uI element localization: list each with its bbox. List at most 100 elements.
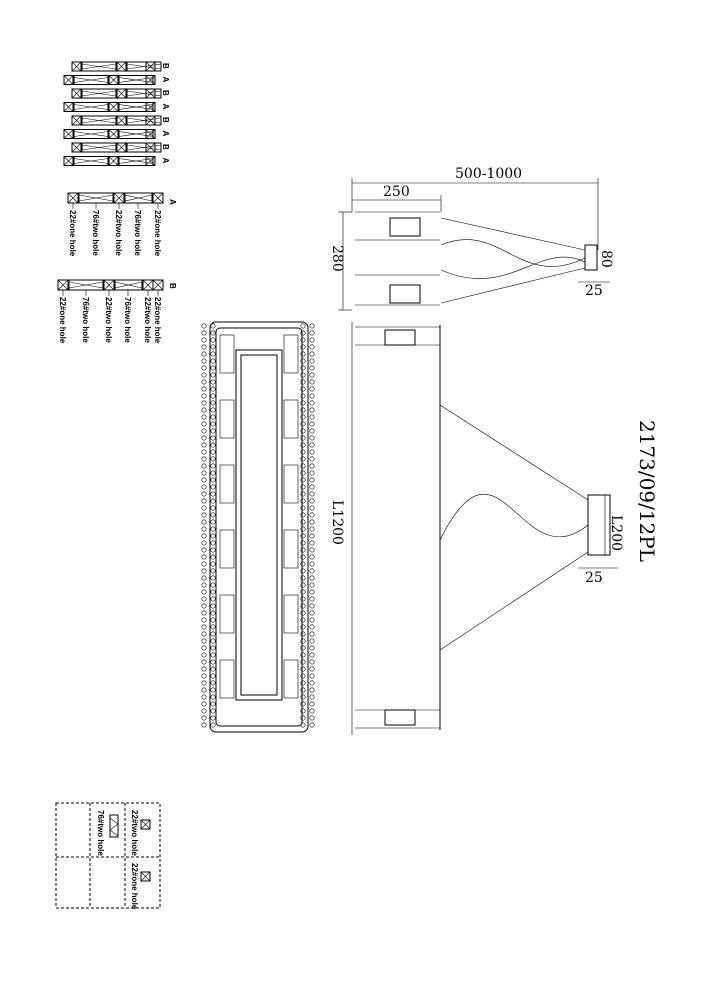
crystal-bead <box>300 708 306 714</box>
crystal-bead <box>210 708 216 714</box>
crystal-bead <box>309 323 315 329</box>
single-hole-crystal <box>145 88 156 99</box>
crystal-bead <box>210 505 216 511</box>
crystal-bead <box>210 624 216 630</box>
crystal-bead <box>201 680 207 686</box>
crystal-bead <box>300 701 306 707</box>
crystal-bead <box>210 694 216 700</box>
crystal-bead <box>309 568 315 574</box>
crystal-bead <box>210 519 216 525</box>
crystal-bead <box>309 687 315 693</box>
single-hole-crystal <box>63 156 74 166</box>
single-hole-crystal <box>145 156 156 166</box>
crystal-bead <box>300 596 306 602</box>
double-hole-crystal <box>118 129 154 139</box>
hole-label: 22#one hole <box>68 210 77 257</box>
crystal-bead <box>300 617 306 623</box>
crystal-bead <box>300 561 306 567</box>
crystal-bead <box>300 435 306 441</box>
crystal-bead <box>201 393 207 399</box>
crystal-bead <box>309 442 315 448</box>
crystal-bead <box>210 561 216 567</box>
crystal-bead <box>201 715 207 721</box>
single-hole-crystal <box>145 142 156 153</box>
crystal-bead <box>210 512 216 518</box>
crystal-bead <box>300 687 306 693</box>
crystal-bead <box>300 337 306 343</box>
dim-width: 250 <box>383 184 410 200</box>
crystal-bead <box>309 337 315 343</box>
legend-row: A <box>63 75 170 85</box>
crystal-bead <box>201 624 207 630</box>
crystal-bead <box>309 694 315 700</box>
dim-canopy-length: L200 <box>608 515 624 551</box>
crystal-bead <box>210 554 216 560</box>
crystal-bead <box>300 428 306 434</box>
panel <box>219 594 235 634</box>
crystal-bead <box>300 344 306 350</box>
double-hole-crystal <box>81 115 117 126</box>
hole-label: 76#two hole <box>81 297 90 343</box>
detail-a-label: A <box>168 199 177 205</box>
double-hole-crystal <box>126 88 162 99</box>
crystal-bead <box>201 687 207 693</box>
double-hole-crystal <box>73 156 109 166</box>
crystal-bead <box>201 414 207 420</box>
panel <box>219 659 235 699</box>
hole-label: 22#one hole <box>153 210 162 257</box>
crystal-bead <box>309 526 315 532</box>
crystal-bead <box>201 477 207 483</box>
crystal-bead <box>210 435 216 441</box>
crystal-bead <box>201 358 207 364</box>
crystal-bead <box>201 407 207 413</box>
crystal-bead <box>309 596 315 602</box>
crystal-bead <box>210 610 216 616</box>
crystal-bead <box>300 358 306 364</box>
crystal-bead <box>300 568 306 574</box>
crystal-bead <box>201 351 207 357</box>
crystal-bead <box>201 708 207 714</box>
crystal-bead <box>300 603 306 609</box>
single-hole-crystal <box>63 75 74 85</box>
crystal-bead <box>210 540 216 546</box>
double-hole-crystal <box>124 192 153 204</box>
crystal-bead <box>309 400 315 406</box>
legend-row-label: A <box>161 131 170 137</box>
crystal-bead <box>201 484 207 490</box>
crystal-bead <box>210 491 216 497</box>
legend-row: A <box>63 156 170 166</box>
crystal-bead <box>300 680 306 686</box>
crystal-bead <box>300 589 306 595</box>
hole-legend: 22#two hole 76#two hole 22#one hole <box>55 802 161 910</box>
crystal-bead <box>210 393 216 399</box>
double-hole-crystal <box>73 102 109 112</box>
crystal-bead <box>201 722 207 728</box>
double-hole-crystal <box>73 129 109 139</box>
crystal-bead <box>201 463 207 469</box>
crystal-bead <box>309 393 315 399</box>
crystal-bead <box>309 449 315 455</box>
crystal-bead <box>300 407 306 413</box>
crystal-bead <box>201 603 207 609</box>
key-76-two-hole: 76#two hole <box>96 810 105 856</box>
single-hole-crystal <box>108 102 119 112</box>
crystal-bead <box>300 498 306 504</box>
dim-length: L1200 <box>329 500 345 545</box>
crystal-bead <box>201 330 207 336</box>
crystal-bead <box>210 470 216 476</box>
crystal-bead <box>210 575 216 581</box>
crystal-bead <box>201 666 207 672</box>
legend-row: B <box>71 115 170 126</box>
crystal-bead <box>300 386 306 392</box>
crystal-bead <box>309 589 315 595</box>
legend-row: A <box>63 129 170 139</box>
crystal-bead <box>309 533 315 539</box>
crystal-bead <box>201 379 207 385</box>
crystal-bead <box>210 645 216 651</box>
side-elevation: 500-1000 250 280 80 25 <box>329 166 614 311</box>
legend-row: B <box>71 88 170 99</box>
crystal-bead <box>201 547 207 553</box>
crystal-bead <box>201 491 207 497</box>
